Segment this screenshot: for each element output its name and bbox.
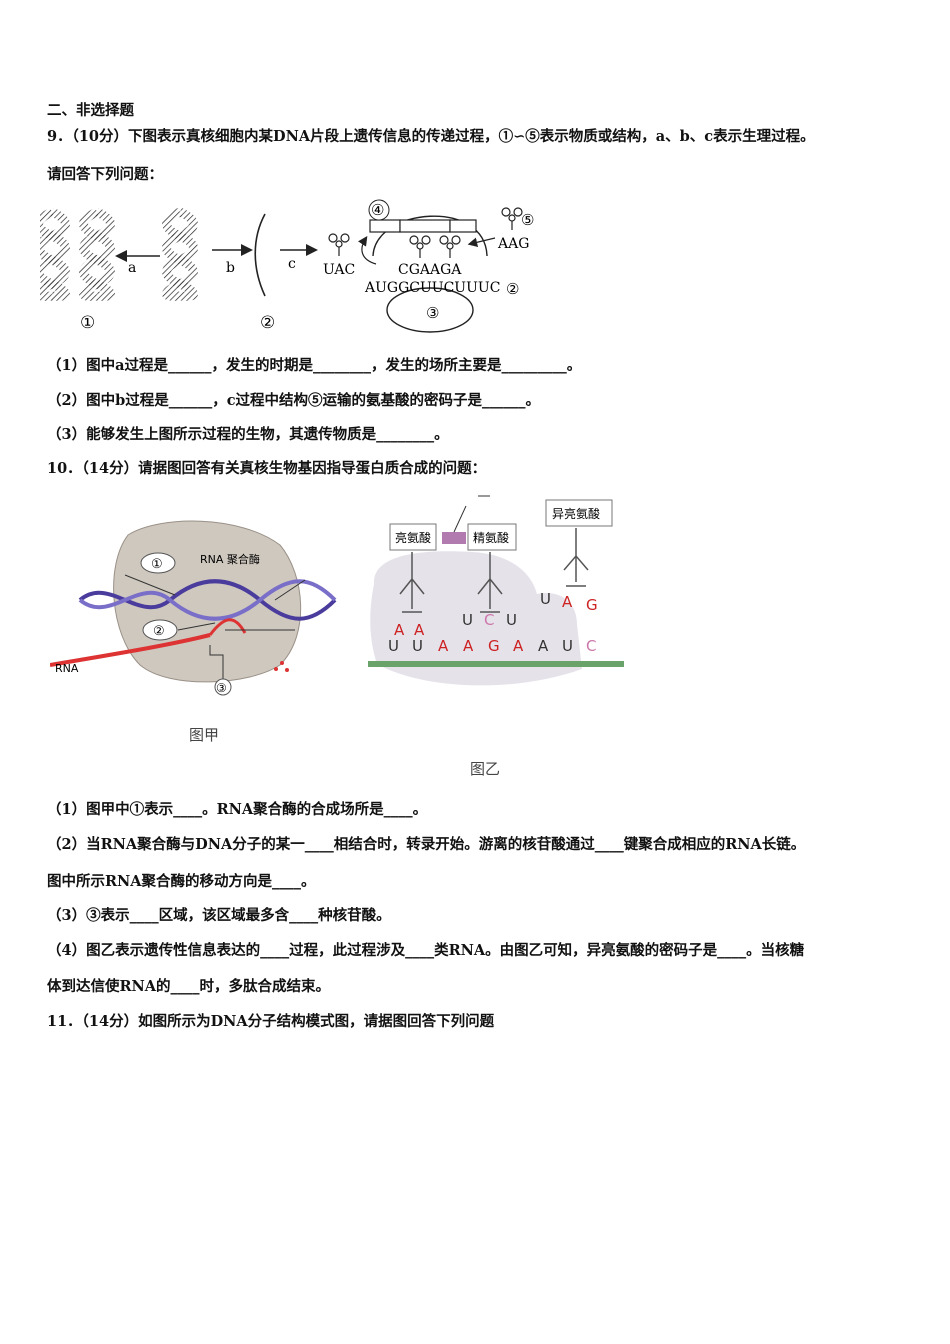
trna-bound xyxy=(409,235,461,258)
jia-label-1: ① xyxy=(151,557,163,572)
label-1-ellipse xyxy=(140,552,176,574)
polypeptide-box-2 xyxy=(399,219,451,233)
jia-rna-label: RNA xyxy=(55,662,79,675)
leu-label: 亮氨酸 xyxy=(395,530,431,545)
trna2-base-1: U xyxy=(462,611,473,629)
ribosome-small xyxy=(386,287,474,333)
label-2-left: ② xyxy=(260,313,275,333)
fig-yi-caption: 图乙 xyxy=(470,760,501,778)
dna-strand-1 xyxy=(78,579,337,621)
trna2-base-3: U xyxy=(506,611,517,629)
trna3-base-1: U xyxy=(540,590,551,608)
q9-sub1: （1）图中a过程是______，发生的时期是________，发生的场所主要是_… xyxy=(47,357,582,374)
label-5: ⑤ xyxy=(521,211,534,229)
jia-enzyme-label: RNA 聚合酶 xyxy=(200,552,260,566)
label-a: a xyxy=(128,260,136,276)
polypeptide-box-3 xyxy=(449,219,477,233)
dna-helix-2 xyxy=(79,207,115,301)
q10-sub2b: 图中所示RNA聚合酶的移动方向是____。 xyxy=(47,873,316,890)
mrna-sequence: AUGGCUUCUUUC xyxy=(364,280,500,296)
q11-intro: 11．（14分）如图所示为DNA分子结构模式图，请据图回答下列问题 xyxy=(47,1013,495,1030)
dna-helix-3 xyxy=(162,207,198,301)
jia-label-3: ③ xyxy=(216,681,227,695)
arg-label: 精氨酸 xyxy=(473,530,509,545)
label-b: b xyxy=(226,260,235,276)
trna3-base-3: G xyxy=(586,596,598,614)
ribosome-large xyxy=(372,215,488,257)
trna2-base-2: C xyxy=(484,611,494,629)
trna-exit-arrow xyxy=(358,236,377,265)
anticodon-uac: UAC xyxy=(323,262,355,278)
label-2-ellipse xyxy=(142,619,178,641)
ile-box xyxy=(545,499,613,527)
codons-cgaaga: CGAAGA xyxy=(398,262,462,278)
label-c: c xyxy=(288,256,296,272)
leu-box xyxy=(389,523,437,551)
label-4-circle xyxy=(368,199,390,221)
mrna-base-8: U xyxy=(562,637,573,655)
rna-strand xyxy=(50,633,211,667)
q9-intro: 9．（10分）下图表示真核细胞内某DNA片段上遗传信息的传递过程，①∽⑤表示物质… xyxy=(47,128,815,145)
polypeptide-box-1 xyxy=(369,219,401,233)
trna-shapes xyxy=(399,528,589,613)
q10-sub3: （3）③表示____区域，该区域最多含____种核苷酸。 xyxy=(47,907,391,924)
mrna-base-1: U xyxy=(388,637,399,655)
rna-polymerase-shape xyxy=(113,520,302,683)
q10-sub4: （4）图乙表示遗传性信息表达的____过程，此过程涉及____类RNA。由图乙可… xyxy=(47,942,805,959)
q9-sub3: （3）能够发生上图所示过程的生物，其遗传物质是________。 xyxy=(47,426,449,443)
figure-yi: 亮氨酸 精氨酸 异亮氨酸 A A U C U U A G U U A A G A… xyxy=(368,495,624,686)
q9-intro-2: 请回答下列问题： xyxy=(47,166,163,183)
mrna-base-2: U xyxy=(412,637,423,655)
dna-helix-1 xyxy=(40,207,70,301)
mrna-base-6: A xyxy=(513,637,524,655)
trna-enter-arrow xyxy=(467,237,496,247)
label-2-right: ② xyxy=(506,280,519,298)
figure-jia: ① RNA 聚合酶 ② RNA ③ xyxy=(50,520,337,696)
trna-incoming xyxy=(501,207,523,230)
anticodon-aag: AAG xyxy=(497,236,529,252)
arg-box xyxy=(467,523,517,551)
q9-sub2: （2）图中b过程是______，c过程中结构⑤运输的氨基酸的密码子是______… xyxy=(47,392,541,409)
trna1-base-2: A xyxy=(414,621,425,639)
mrna-bases: U U A A G A A U C xyxy=(388,637,596,655)
ile-label: 异亮氨酸 xyxy=(552,506,600,521)
mrna-base-7: A xyxy=(538,637,549,655)
trna3-base-2: A xyxy=(562,593,573,611)
mrna-base-4: A xyxy=(463,637,474,655)
q10-sub4b: 体到达信使RNA的____时，多肽合成结束。 xyxy=(47,978,331,995)
label-3-circle xyxy=(214,678,232,696)
fig-jia-caption: 图甲 xyxy=(189,726,220,744)
label-1: ① xyxy=(80,313,95,333)
label-3: ③ xyxy=(426,304,439,322)
rna-transcribing xyxy=(208,618,247,636)
trna1-base-1: A xyxy=(394,621,405,639)
peptide-bond xyxy=(442,532,466,544)
label-4: ④ xyxy=(371,201,384,219)
mrna-base-9: C xyxy=(586,637,596,655)
mrna-base-3: A xyxy=(438,637,449,655)
q10-intro: 10．（14分）请据图回答有关真核生物基因指导蛋白质合成的问题： xyxy=(47,460,487,477)
dna-strand-2 xyxy=(78,579,337,621)
mrna-bar xyxy=(368,661,624,667)
mrna-strand xyxy=(254,213,266,297)
section-heading: 二、非选择题 xyxy=(47,102,134,119)
jia-label-2: ② xyxy=(153,624,165,639)
trna-free xyxy=(328,233,350,256)
q10-sub1: （1）图甲中①表示____。RNA聚合酶的合成场所是____。 xyxy=(47,801,428,818)
ribosome xyxy=(370,551,582,686)
mrna-base-5: G xyxy=(488,637,500,655)
q10-sub2: （2）当RNA聚合酶与DNA分子的某一____相结合时，转录开始。游离的核苷酸通… xyxy=(47,836,806,853)
q9-figure: a b c ① ② UAC ④ CGAAGA AUGGCUUCUUUC ② ③ … xyxy=(40,199,534,333)
